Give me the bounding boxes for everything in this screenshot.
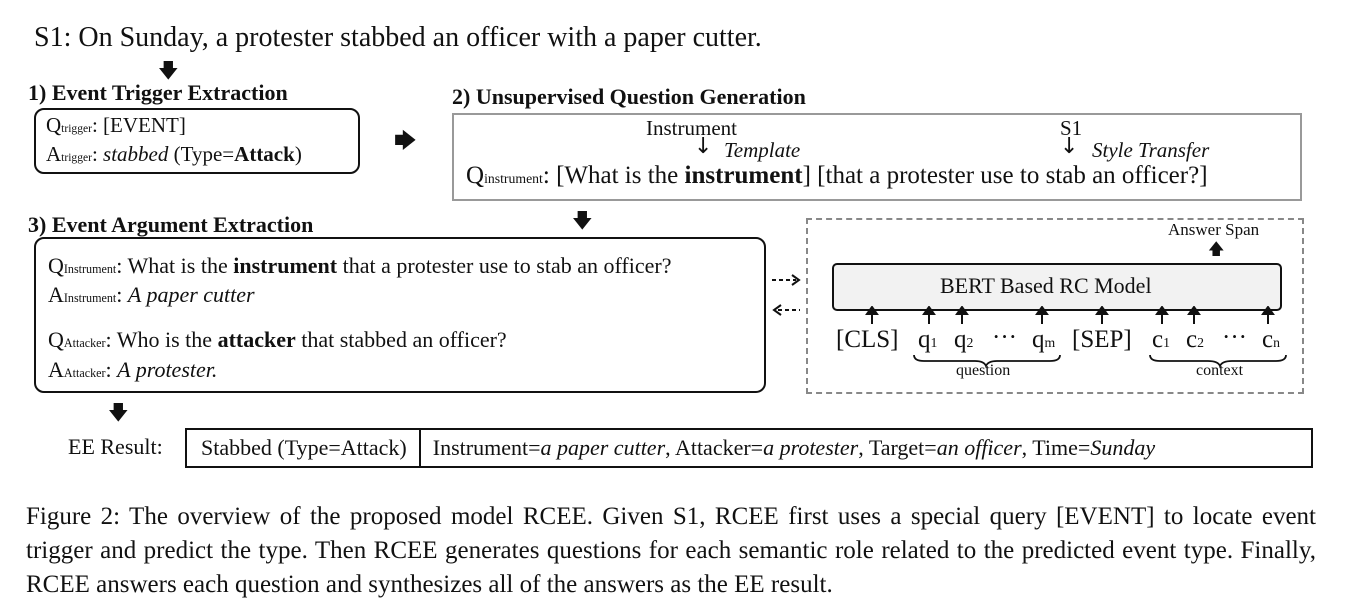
up-arrow-icon <box>1261 306 1275 324</box>
context-label: context <box>1196 362 1244 379</box>
ee-trigger-cell: Stabbed (Type=Attack) <box>187 430 421 466</box>
up-arrow-icon <box>1095 306 1109 324</box>
context-ellipsis: ··· <box>1222 324 1247 351</box>
attacker-question: QAttacker: Who is the attacker that stab… <box>48 327 507 353</box>
argument-box <box>34 237 766 393</box>
q-bold: instrument <box>233 253 338 278</box>
sep-token: [SEP] <box>1072 326 1132 353</box>
down-arrow-icon: 🡇 <box>108 400 129 424</box>
q-post: that stabbed an officer? <box>295 327 507 352</box>
cls-token: [CLS] <box>836 326 899 353</box>
q-bold: instrument <box>684 162 803 189</box>
q-pre: : [What is the <box>542 162 685 189</box>
q-pre: : Who is the <box>105 327 218 352</box>
up-arrow-icon <box>955 306 969 324</box>
bert-dashed-box <box>806 218 1304 394</box>
a-value: A protester. <box>117 357 218 382</box>
up-arrow-icon <box>1035 306 1049 324</box>
a-trigger: stabbed <box>103 142 169 166</box>
instrument-question: QInstrument: What is the instrument that… <box>48 253 671 279</box>
ee-arg: Instrument=a paper cutter, <box>432 435 675 460</box>
q-subscript: Instrument <box>63 262 117 276</box>
q-subscript: instrument <box>484 171 543 186</box>
down-arrow-icon: 🡇 <box>572 208 593 232</box>
a-subscript: trigger <box>61 152 92 164</box>
answer-span-label: Answer Span <box>1168 220 1260 239</box>
up-arrow-icon <box>1187 306 1201 324</box>
question-ellipsis: ··· <box>992 324 1017 351</box>
bert-model-label: BERT Based RC Model <box>940 273 1152 298</box>
a-colon: : <box>91 142 104 166</box>
attacker-answer: AAttacker: A protester. <box>48 357 217 383</box>
q-subscript: Attacker <box>63 336 106 350</box>
style-transfer-label: Style Transfer <box>1092 138 1210 162</box>
step1-title: 1) Event Trigger Extraction <box>28 80 288 105</box>
question-gen-box <box>452 113 1302 201</box>
ee-arg: Target=an officer, <box>868 435 1033 460</box>
bert-model-box <box>832 263 1282 311</box>
up-arrow-icon <box>865 306 879 324</box>
cn-token: cn <box>1262 326 1280 353</box>
token-braces <box>913 354 1287 368</box>
q-symbol: Q <box>48 253 64 278</box>
ee-arguments-cell: Instrument=a paper cutter, Attacker=a pr… <box>421 430 1155 466</box>
q2-token: q2 <box>954 326 974 353</box>
question-brace <box>913 354 1061 368</box>
trigger-answer: Atrigger: stabbed (Type=Attack) <box>46 142 302 167</box>
q-bold: attacker <box>217 327 296 352</box>
ee-arg: Attacker=a protester, <box>674 435 869 460</box>
a-symbol: A <box>48 357 64 382</box>
q-post: that a protester use to stab an officer? <box>337 253 672 278</box>
up-arrow-icon <box>1155 306 1169 324</box>
a-symbol: A <box>48 282 64 307</box>
step2-title: 2) Unsupervised Question Generation <box>452 84 806 109</box>
ee-trigger-text: Stabbed (Type=Attack) <box>201 435 407 460</box>
s1-label: S1 <box>1060 116 1083 140</box>
q-symbol: Q <box>48 327 64 352</box>
q-post: ] [that a protester use to stab an offic… <box>802 162 1208 189</box>
a-subscript: Attacker <box>63 366 106 380</box>
q-value: : [EVENT] <box>91 113 186 137</box>
a-subscript: Instrument <box>63 291 117 305</box>
ee-result-table: Stabbed (Type=Attack) Instrument=a paper… <box>185 428 1313 468</box>
q-symbol: Q <box>46 113 62 137</box>
qm-token: qm <box>1032 326 1056 353</box>
dashed-right-arrow-icon <box>772 274 801 286</box>
a-colon: : <box>105 357 118 382</box>
step3-title: 3) Event Argument Extraction <box>28 212 314 237</box>
q-subscript: trigger <box>61 123 92 135</box>
sentence-s1: S1: On Sunday, a protester stabbed an of… <box>34 22 762 53</box>
dashed-left-arrow-icon <box>772 304 800 316</box>
context-brace <box>1149 354 1287 368</box>
a-type-pre: (Type= <box>168 142 235 166</box>
trigger-box <box>34 108 360 174</box>
a-type: Attack <box>234 142 295 166</box>
token-arrows <box>865 306 1275 324</box>
up-arrow-icon <box>922 306 936 324</box>
down-thin-arrow-icon: ↓ <box>694 134 713 159</box>
figure-caption: Figure 2: The overview of the proposed m… <box>26 503 1316 598</box>
a-value: A paper cutter <box>127 282 255 307</box>
template-label: Template <box>724 138 801 162</box>
dashed-arrows <box>772 274 801 316</box>
c2-token: c2 <box>1186 326 1204 353</box>
down-arrow-icon: 🡇 <box>158 58 179 82</box>
a-type-post: ) <box>294 142 302 166</box>
instrument-answer: AInstrument: A paper cutter <box>48 282 255 308</box>
up-arrow-icon: 🡅 <box>1208 239 1225 258</box>
c1-token: c1 <box>1152 326 1170 353</box>
instrument-label: Instrument <box>646 116 737 140</box>
ee-arg: Time=Sunday <box>1032 435 1156 460</box>
ee-result-label: EE Result: <box>68 434 163 459</box>
q1-token: q1 <box>918 326 938 353</box>
q-pre: : What is the <box>116 253 234 278</box>
trigger-query: Qtrigger: [EVENT] <box>46 113 186 138</box>
a-symbol: A <box>46 142 62 166</box>
generated-question: Qinstrument: [What is the instrument] [t… <box>466 162 1208 190</box>
question-label: question <box>956 362 1011 379</box>
q-symbol: Q <box>466 162 485 189</box>
down-thin-arrow-icon: ↓ <box>1060 134 1079 159</box>
a-colon: : <box>116 282 128 307</box>
right-arrow-icon: 🡆 <box>394 129 417 154</box>
